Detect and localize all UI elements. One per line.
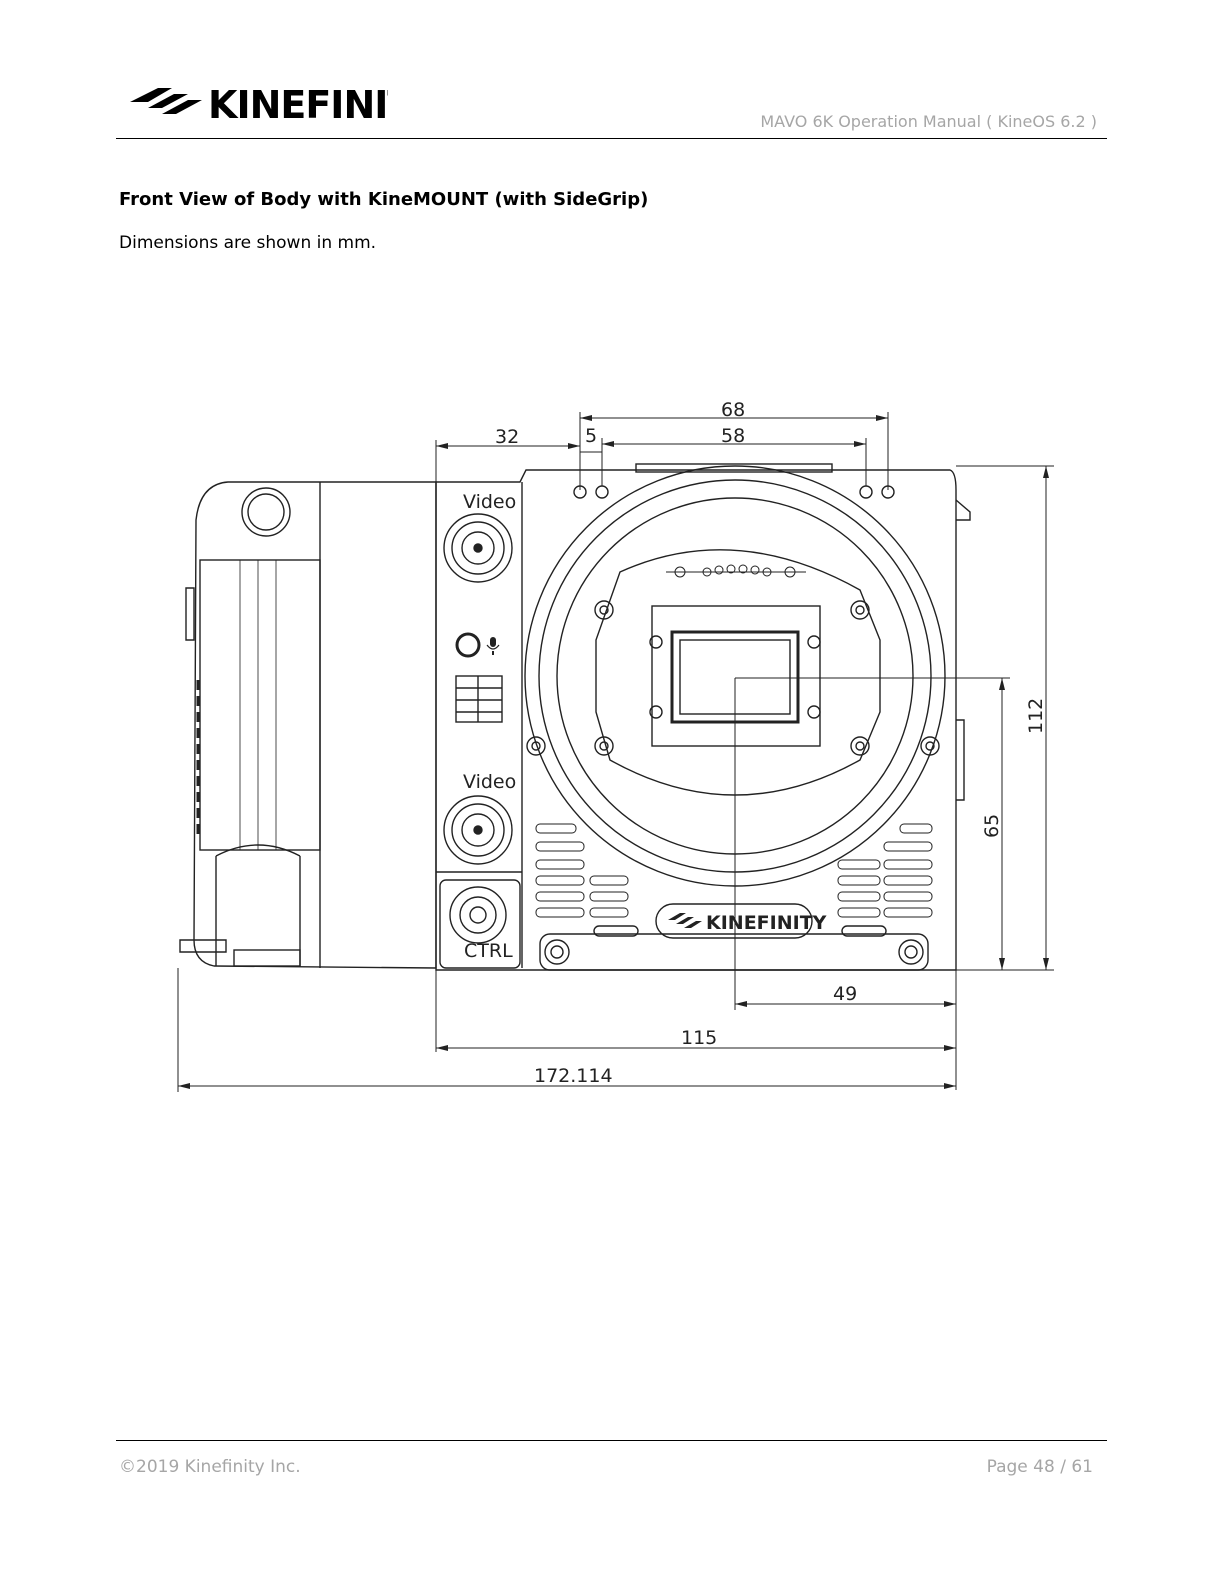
page-prefix: Page (987, 1457, 1028, 1477)
dimension-arrows (178, 415, 1049, 1089)
dim-112: 112 (1025, 698, 1047, 734)
label-video-top: Video (463, 491, 516, 513)
audio-jack (457, 634, 479, 656)
dim-49: 49 (833, 983, 857, 1005)
camera-body (436, 464, 970, 970)
label-ctrl: CTRL (464, 940, 513, 962)
microphone-icon (487, 637, 499, 655)
dim-68: 68 (721, 399, 745, 421)
body-logo-text: KINEFINITY (706, 912, 827, 934)
label-video-bottom: Video (463, 771, 516, 793)
mount-contacts (675, 565, 795, 577)
vent-left (536, 824, 628, 917)
footer-rule (116, 1440, 1107, 1441)
video-connector-bottom (444, 796, 512, 864)
dim-115: 115 (681, 1027, 717, 1049)
dim-58: 58 (721, 425, 745, 447)
footer-page-number: Page 48 / 61 (987, 1457, 1093, 1477)
microphone-grille (456, 676, 502, 722)
page-current: 48 (1033, 1457, 1055, 1477)
vent-right (838, 824, 932, 917)
page-total: 61 (1071, 1457, 1093, 1477)
dim-172: 172.114 (534, 1065, 613, 1087)
top-mounting-holes (574, 486, 894, 498)
dim-65: 65 (981, 814, 1003, 838)
dim-5: 5 (585, 425, 597, 447)
video-connector-top (444, 514, 512, 582)
footer-copyright: ©2019 Kinefinity Inc. (119, 1457, 301, 1477)
dim-32: 32 (495, 426, 519, 448)
side-grip (180, 482, 436, 968)
body-logo-mark (668, 913, 702, 928)
